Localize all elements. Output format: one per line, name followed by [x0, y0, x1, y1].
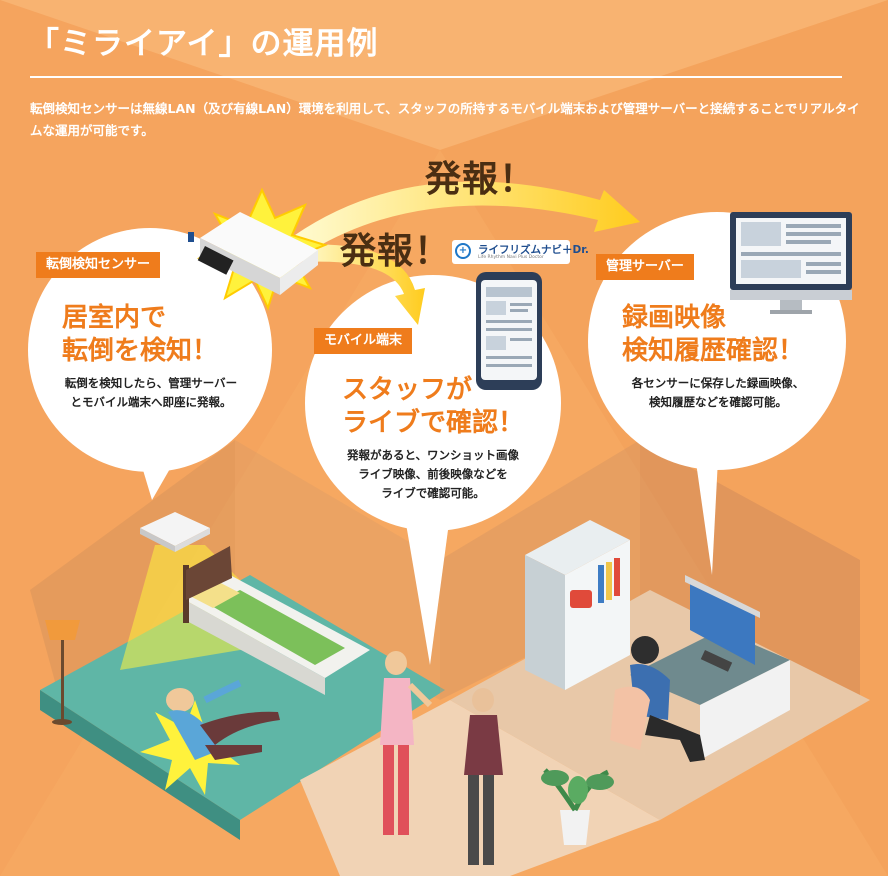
ceiling-sensor-icon [140, 512, 210, 552]
fall-sensor-device-icon [188, 212, 318, 295]
app-logo-name: ライフリズムナビ＋Dr. [478, 244, 589, 256]
app-logo-subtitle: Life Rhythm Navi Plus Doctor [478, 255, 544, 260]
page-title: 「ミライアイ」の運用例 [28, 26, 379, 62]
fallen-person-icon [140, 679, 280, 795]
title-divider [30, 76, 842, 78]
mobile-headline-line-1: スタッフが [342, 375, 473, 405]
mobile-description-line-3: ライブで確認可能。 [381, 486, 485, 500]
lower-alert-label: 発報！ [340, 231, 452, 272]
mobile-description: 発報があると、ワンショット画像 ライブ映像、前後映像などを ライブで確認可能。 [320, 446, 546, 503]
server-headline-line-1: 録画映像 [622, 303, 727, 333]
intro-text: 転倒検知センサーは無線LAN（及び有線LAN）環境を利用して、スタッフの所持する… [30, 101, 860, 138]
sensor-headline: 居室内で 転倒を検知！ [62, 302, 218, 368]
computer-desk-icon [610, 575, 790, 762]
server-description-line-2: 検知履歴などを確認可能。 [649, 395, 787, 409]
nurse-figure-icon [380, 651, 433, 835]
sensor-description-line-1: 転倒を検知したら、管理サーバー [64, 376, 238, 390]
server-description: 各センサーに保存した録画映像、 検知履歴などを確認可能。 [608, 374, 828, 412]
sensor-headline-line-2: 転倒を検知！ [62, 336, 219, 366]
app-logo-mark-icon: + [455, 243, 471, 259]
sensor-headline-line-1: 居室内で [62, 303, 167, 333]
sensor-description: 転倒を検知したら、管理サーバー とモバイル端末へ即座に発報。 [46, 374, 256, 412]
mobile-tag: モバイル端末 [314, 328, 413, 354]
elderly-man-figure-icon [464, 688, 503, 865]
upper-alert-label: 発報！ [425, 159, 537, 200]
server-headline: 録画映像 検知履歴確認！ [622, 302, 804, 368]
upper-arrow [295, 181, 640, 250]
mobile-headline-line-2: ライブで確認！ [342, 408, 525, 438]
potted-plant-icon [541, 768, 614, 845]
sensor-description-line-2: とモバイル端末へ即座に発報。 [70, 395, 232, 409]
bed-icon [183, 546, 370, 695]
mobile-description-line-2: ライブ映像、前後映像などを [358, 467, 508, 481]
server-tag: 管理サーバー [596, 254, 694, 280]
mobile-description-line-1: 発報があると、ワンショット画像 [346, 448, 520, 462]
mobile-headline: スタッフが ライブで確認！ [342, 374, 524, 440]
app-logo: + ライフリズムナビ＋Dr. Life Rhythm Navi Plus Doc… [452, 240, 589, 264]
sensor-tag: 転倒検知センサー [36, 252, 161, 278]
lower-arrow [300, 244, 425, 325]
floor-lamp-icon [45, 620, 80, 725]
medicine-cabinet-icon [525, 520, 630, 690]
server-description-line-1: 各センサーに保存した録画映像、 [631, 376, 805, 390]
server-headline-line-2: 検知履歴確認！ [622, 336, 805, 366]
